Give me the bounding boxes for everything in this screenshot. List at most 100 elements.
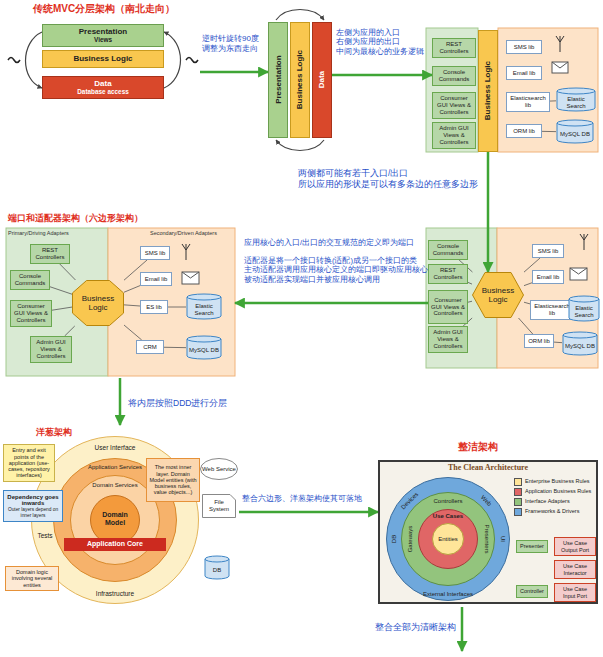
envelope-icon (182, 272, 199, 284)
node-text: Entry and exit points of the application… (6, 447, 52, 479)
library-box: Elasticsearch lib (506, 92, 550, 112)
note-label: Secondary/Driven Adapters (150, 230, 234, 237)
node-text: Data (317, 71, 326, 88)
node-text: ES lib (146, 304, 162, 311)
legend-row: Enterprise Business Rules (514, 478, 598, 486)
node-text: REST Controllers (33, 247, 67, 261)
connector (168, 307, 186, 308)
datastore: Elastic Search (556, 88, 596, 112)
cyl-shape (569, 296, 599, 321)
cyl-shape (557, 88, 595, 111)
legend-swatch (514, 478, 522, 486)
datastore: MySQL DB (556, 120, 594, 144)
hex-shape (473, 273, 524, 318)
node-text: File System (204, 499, 234, 513)
tilde-symbol (186, 58, 198, 63)
connector (468, 301, 472, 303)
node-text: Consumer GUI Views & Controllers (435, 95, 473, 116)
library-box: ORM lib (506, 124, 542, 138)
legend-text: Application Business Rules (525, 488, 591, 494)
node-text: Console Commands (13, 273, 47, 287)
note-label: 适配器是将一个接口转换(适配)成另一个接口的类 主动适配器调用应用核心定义的端口… (244, 256, 422, 284)
legend-swatch (514, 498, 522, 506)
node-text: Admin GUI Views & Controllers (435, 125, 473, 146)
connector (60, 264, 76, 280)
legend-swatch (514, 488, 522, 496)
node-text: Elastic Search (188, 303, 220, 317)
node-text: Consumer GUI Views & Controllers (431, 297, 465, 318)
note-label: Primary/Driving Adapters (8, 230, 98, 237)
adapter-box: REST Controllers (30, 244, 70, 264)
antenna-icon (556, 36, 564, 52)
diagram-panel: Domain ModelDomain ServicesApplication C… (3, 425, 239, 607)
core-hexagon: Business Logic (472, 272, 524, 318)
node-text: ORM lib (513, 128, 535, 135)
node-text: 端口和适配器架构（六边形架构） (8, 213, 143, 223)
outbound-panel (108, 228, 235, 376)
edge-label: 两侧都可能有若干入口/出口 所以应用的形状是可以有多条边的任意多边形 (298, 168, 484, 189)
library-box: Elasticsearch lib (530, 300, 574, 320)
envelope-icon (552, 62, 568, 73)
node-text: Presenter (520, 543, 544, 549)
node-text: SMS lib (538, 248, 559, 255)
node-text: Elastic Search (558, 96, 594, 110)
node-text: Use Case Interactor (557, 563, 593, 576)
connector (550, 100, 556, 101)
adapter-box: Console Commands (10, 270, 50, 290)
node-text: Controllers (433, 497, 462, 504)
rotate-arrow (276, 10, 324, 21)
connector (164, 347, 186, 348)
library-box: CRM (136, 340, 164, 354)
layer-band: Business Logic (290, 22, 310, 138)
datastore: MySQL DB (186, 336, 222, 360)
library-box: ORM lib (524, 334, 554, 348)
datastore: Elastic Search (568, 296, 600, 322)
node-text: MySQL DB (565, 343, 595, 350)
node-text: SMS lib (514, 44, 535, 51)
adapter-box: Console Commands (428, 240, 468, 260)
node-text: Business Logic (483, 61, 492, 120)
node-text: Consumer GUI Views & Controllers (13, 303, 49, 324)
flow-arrow (119, 378, 122, 425)
cyl-shape (563, 332, 597, 355)
rotate-arrow (26, 32, 43, 88)
legend-swatch (514, 508, 522, 516)
core-octagon: Business Logic (72, 280, 124, 326)
node-text: ORM lib (528, 338, 550, 345)
node-text: Elastic Search (570, 305, 598, 319)
node-text: Use Case Output Port (557, 540, 593, 553)
node-text: Email lib (537, 274, 560, 281)
envelope-icon (570, 268, 587, 274)
flow-box: Use Case Output Port (554, 537, 596, 556)
flow-box: Use Case Input Port (554, 583, 596, 602)
connector (554, 342, 562, 344)
adapter-box: REST Controllers (432, 38, 476, 58)
adapter-box: REST Controllers (428, 264, 468, 284)
callout-note: Dependency goes inwardsOuter layers depe… (3, 490, 63, 522)
edge-label: 逆时针旋转90度 调整为东西走向 (202, 34, 266, 54)
node-text: Domain logic involving several entities (8, 569, 56, 588)
connector (519, 318, 533, 334)
connector (65, 326, 75, 336)
node-text: Business Logic (474, 286, 522, 304)
legend: Enterprise Business RulesApplication Bus… (514, 478, 598, 518)
flow-arrow (239, 511, 378, 514)
node-text: Presenters (483, 524, 490, 553)
oct-shape (73, 281, 124, 326)
edge-label: 整合六边形、洋葱架构使其可落地 (242, 494, 376, 504)
adapter-box: Admin GUI Views & Controllers (432, 122, 476, 149)
connector (542, 131, 556, 132)
adapter-box: Admin GUI Views & Controllers (30, 336, 72, 363)
connector (124, 325, 142, 340)
flow-box: Presenter (516, 540, 548, 553)
cyl-shape (205, 556, 229, 579)
node-text: 洋葱架构 (36, 427, 72, 437)
node-text: REST Controllers (431, 267, 465, 281)
node-text: Elasticsearch lib (509, 95, 547, 109)
flow-arrow (200, 71, 268, 74)
flow-arrow (235, 302, 428, 305)
legend-text: Frameworks & Drivers (525, 508, 579, 514)
adapter-box: Consumer GUI Views & Controllers (432, 92, 476, 119)
node-text: Tests (37, 532, 52, 539)
library-box: SMS lib (506, 40, 542, 54)
